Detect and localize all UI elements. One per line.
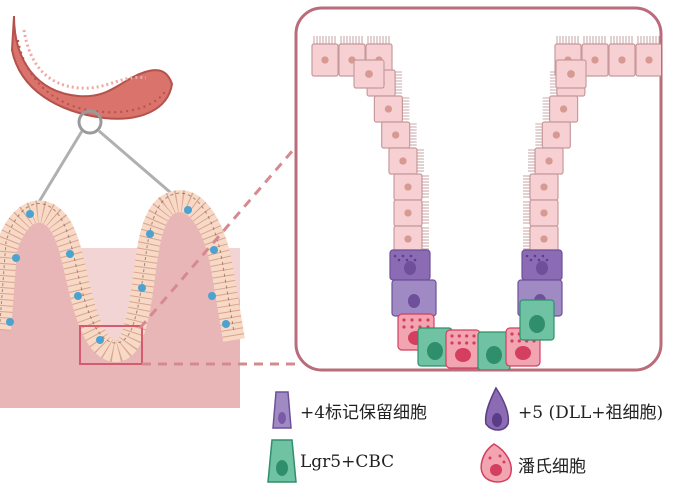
crypt-highlight-box [79,325,143,365]
small-intestine-illustration [10,15,174,120]
villi-cross-section [0,190,245,408]
connector-line-top [138,141,302,329]
dark-purple-progenitor-icon [484,386,510,431]
crypt-epithelium [311,36,661,370]
paneth-cell-icon [480,443,512,483]
green-cbc-cell-icon [267,439,297,483]
purple-cell-icon [272,391,292,429]
legend [267,386,512,483]
magnifier-circle [77,109,103,135]
legend-label-paneth-cell: 潘氏细胞 [518,457,586,477]
legend-label-plus4-retaining-cell: +4标记保留细胞 [300,403,428,423]
legend-label-plus5-progenitor: +5 (DLL+祖细胞) [518,403,664,423]
legend-label-lgr5-cbc: Lgr5+CBC [300,452,395,472]
